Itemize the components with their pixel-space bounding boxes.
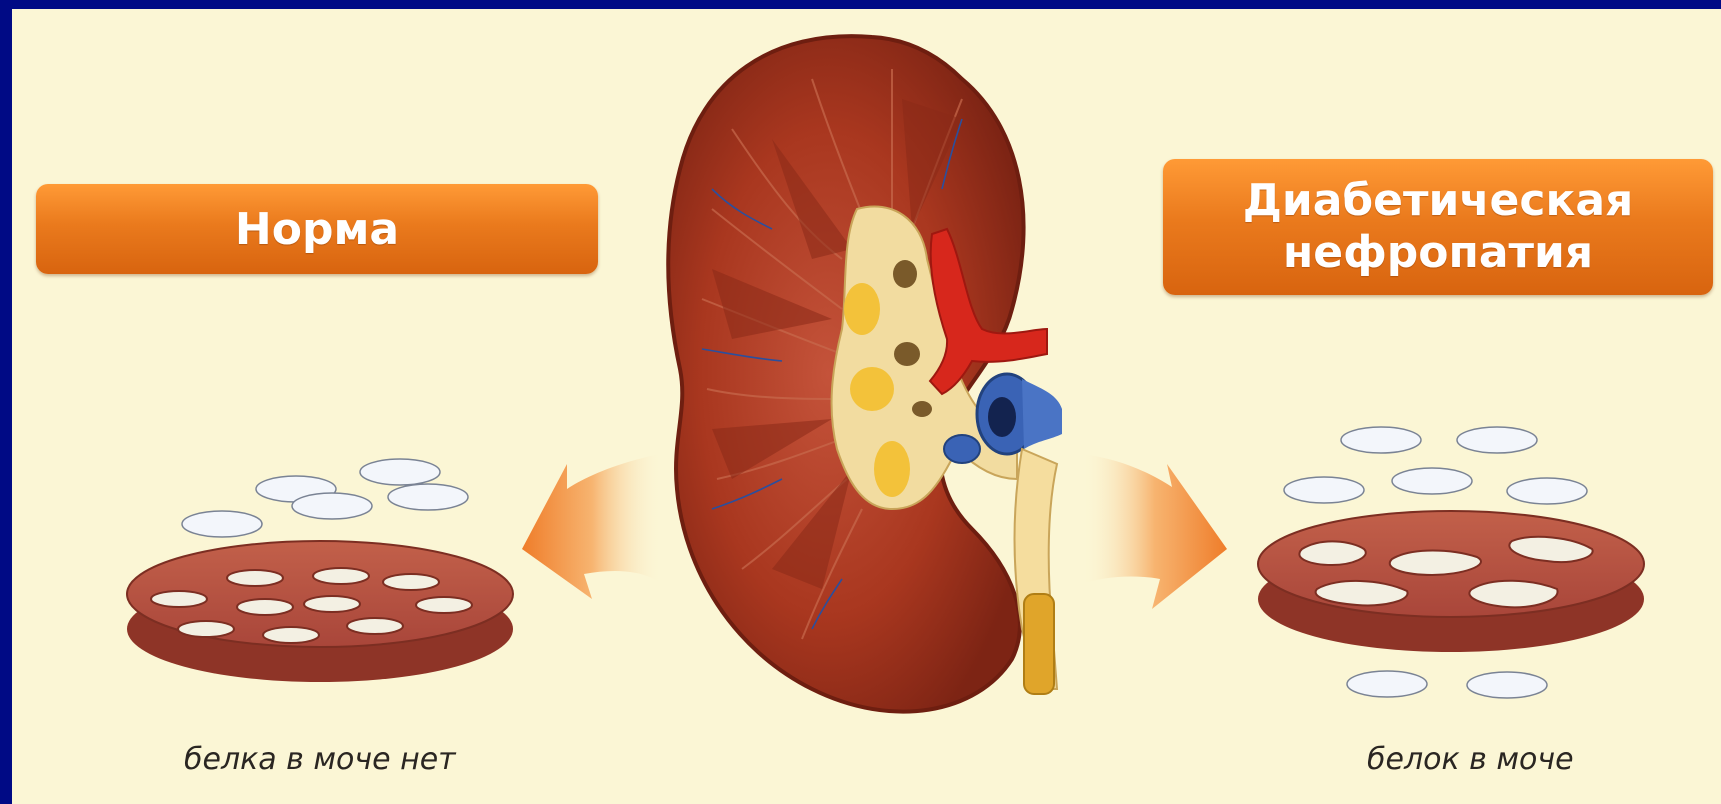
proteins-normal — [182, 459, 468, 537]
membrane-normal — [127, 541, 513, 682]
label-normal: Норма — [36, 184, 598, 274]
diagram-artwork — [12, 9, 1721, 804]
caption-protein-in-urine: белок в моче — [1367, 742, 1574, 777]
membrane-diabetic — [1258, 511, 1644, 652]
arrow-left — [522, 454, 662, 599]
label-diabetic-nephropathy: Диабетическая нефропатия — [1163, 159, 1713, 295]
kidney-illustration — [668, 36, 1062, 711]
caption-no-protein: белка в моче нет — [184, 742, 456, 777]
arrow-right — [1082, 454, 1227, 609]
diagram-panel: Норма Диабетическая нефропатия белка в м… — [12, 9, 1721, 804]
